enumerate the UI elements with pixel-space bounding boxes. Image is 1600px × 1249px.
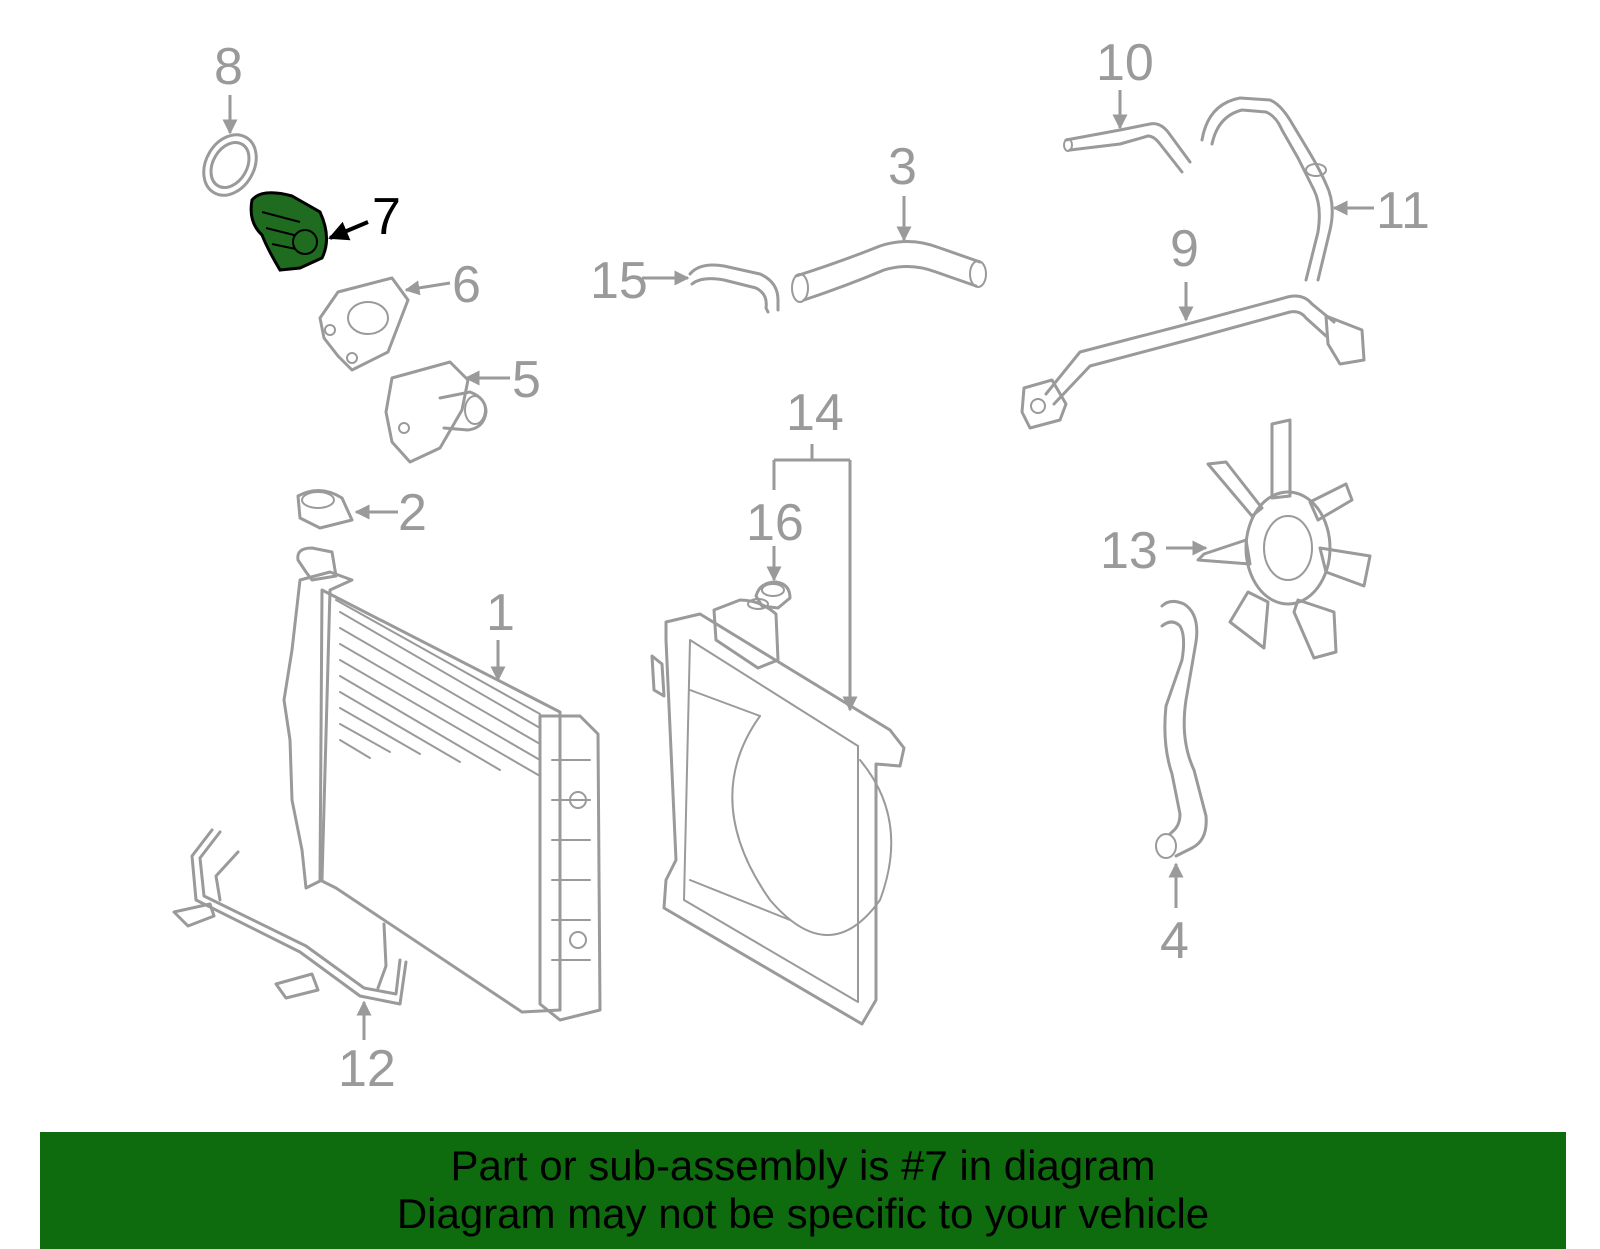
part-2-radiator-cap[interactable] [296, 489, 354, 530]
part-8-gasket[interactable] [193, 125, 267, 204]
part-10-heater-pipe[interactable] [1063, 122, 1192, 174]
callout-11: 11 [1376, 182, 1430, 240]
callout-14: 14 [786, 384, 844, 442]
callout-5: 5 [512, 351, 541, 409]
part-12-pipe-bracket[interactable] [172, 828, 408, 1006]
callout-12: 12 [338, 1040, 396, 1098]
callout-6: 6 [452, 256, 481, 314]
part-5-water-inlet[interactable] [384, 360, 488, 464]
part-4-lower-hose[interactable] [1155, 599, 1208, 859]
part-14-fan-shroud[interactable] [650, 598, 906, 1026]
leader-14-bracket [772, 444, 858, 712]
callout-16: 16 [746, 494, 804, 552]
leader-7 [328, 220, 369, 241]
radiator-core [339, 611, 541, 777]
callout-8: 8 [214, 38, 243, 96]
callout-9: 9 [1170, 220, 1199, 278]
part-13-cooling-fan[interactable] [1196, 418, 1372, 660]
callout-10: 10 [1096, 34, 1154, 92]
callout-2: 2 [398, 484, 427, 542]
part-1-radiator[interactable] [282, 546, 602, 1022]
callout-7: 7 [372, 188, 401, 246]
leader-6 [404, 280, 451, 296]
banner-line-part: Part or sub-assembly is #7 in diagram [450, 1142, 1156, 1189]
part-7-thermostat[interactable] [249, 191, 328, 272]
callout-1: 1 [486, 584, 515, 642]
part-16-reservoir-cap[interactable] [754, 580, 792, 610]
callout-15: 15 [590, 252, 648, 310]
parts-diagram: 8 7 6 5 2 [172, 34, 1430, 1098]
callout-4: 4 [1160, 912, 1189, 970]
part-11-bypass-hose[interactable] [1200, 96, 1334, 282]
banner-line-disclaimer: Diagram may not be specific to your vehi… [396, 1190, 1210, 1237]
callout-13: 13 [1100, 522, 1158, 580]
part-9-water-pipe[interactable] [1020, 294, 1366, 430]
callout-3: 3 [888, 138, 917, 196]
reservoir-tank [712, 598, 780, 670]
part-6-gasket[interactable] [318, 276, 410, 372]
part-3-upper-hose[interactable] [791, 240, 987, 303]
part-15-hose[interactable] [688, 263, 780, 314]
info-banner: Part or sub-assembly is #7 in diagram Di… [40, 1132, 1566, 1249]
